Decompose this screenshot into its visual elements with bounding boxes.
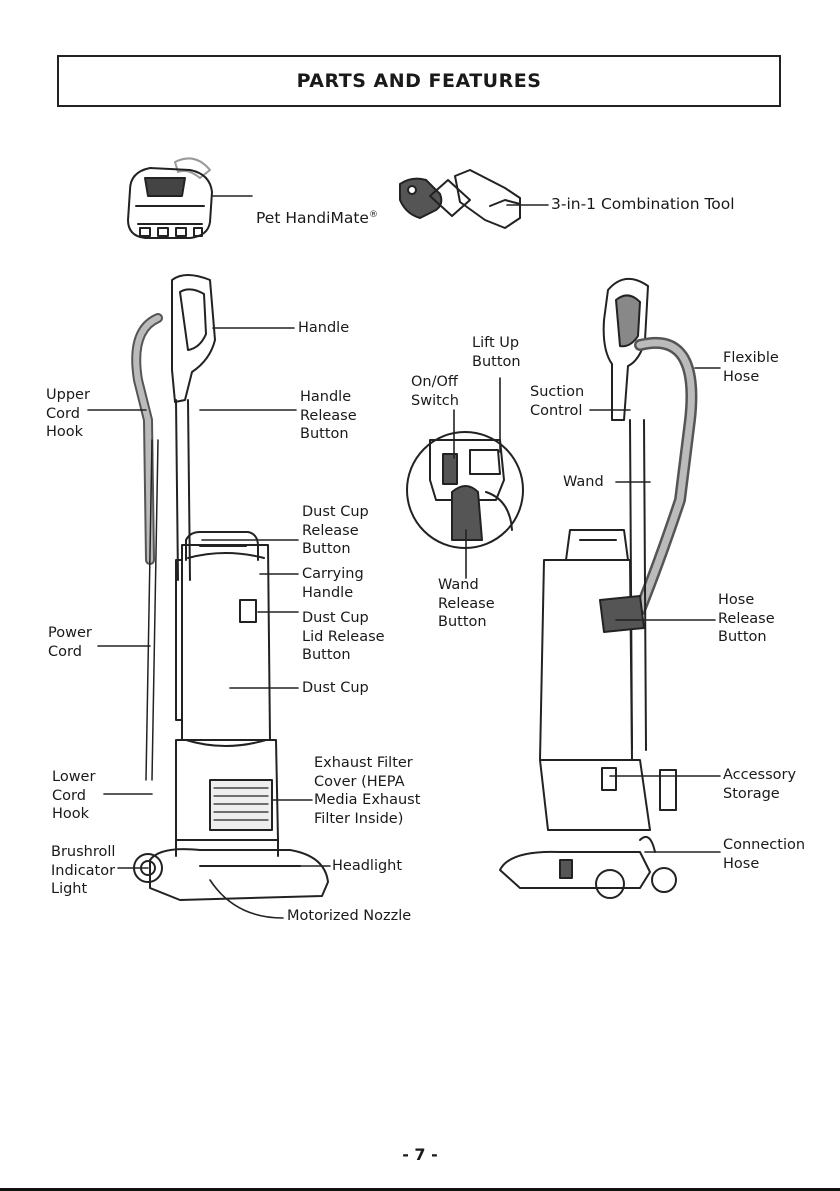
label-motorized-nozzle: Motorized Nozzle <box>287 908 412 924</box>
label-connection-hose: Connection Hose <box>723 837 806 872</box>
label-handle: Handle <box>298 320 350 336</box>
label-accessory-storage: Accessory Storage <box>723 767 797 802</box>
label-on-off-switch: On/Off Switch <box>411 374 459 409</box>
label-hose-release-button: Hose Release Button <box>718 592 775 645</box>
label-dust-cup-lid-release-button: Dust Cup Lid Release Button <box>302 610 385 663</box>
label-upper-cord-hook: Upper Cord Hook <box>46 387 90 440</box>
page-number: - 7 - <box>402 1145 438 1164</box>
label-power-cord: Power Cord <box>48 625 92 660</box>
label-wand-release-button: Wand Release Button <box>438 577 495 630</box>
label-suction-control: Suction Control <box>530 384 585 419</box>
vacuum-back-illustration <box>499 278 698 899</box>
bottom-divider <box>0 1188 840 1191</box>
label-exhaust-filter-cover: Exhaust Filter Cover (HEPA Media Exhaust… <box>314 755 421 827</box>
title-box: PARTS AND FEATURES <box>57 55 781 107</box>
label-flexible-hose: Flexible Hose <box>723 350 779 385</box>
label-lift-up-button: Lift Up Button <box>472 335 521 370</box>
leader-lines <box>87 195 721 919</box>
registered-mark: ® <box>368 209 378 220</box>
label-lower-cord-hook: Lower Cord Hook <box>52 769 96 822</box>
label-handle-release-button: Handle Release Button <box>300 389 357 442</box>
page-title: PARTS AND FEATURES <box>296 70 542 92</box>
pet-handimate-illustration <box>127 157 213 239</box>
label-brushroll-indicator-light: Brushroll Indicator Light <box>51 844 116 897</box>
label-wand: Wand <box>563 474 604 490</box>
label-headlight: Headlight <box>332 858 403 874</box>
vacuum-front-illustration <box>131 274 329 901</box>
switch-zoom-illustration <box>406 431 524 549</box>
label-dust-cup-release-button: Dust Cup Release Button <box>302 504 369 557</box>
combination-tool-illustration <box>399 169 521 229</box>
label-carrying-handle: Carrying Handle <box>302 566 364 601</box>
label-combination-tool: 3-in-1 Combination Tool <box>551 195 735 213</box>
label-dust-cup: Dust Cup <box>302 680 369 696</box>
pet-handimate-text: Pet HandiMate <box>256 208 369 227</box>
label-pet-handimate: Pet HandiMate® <box>256 187 378 227</box>
